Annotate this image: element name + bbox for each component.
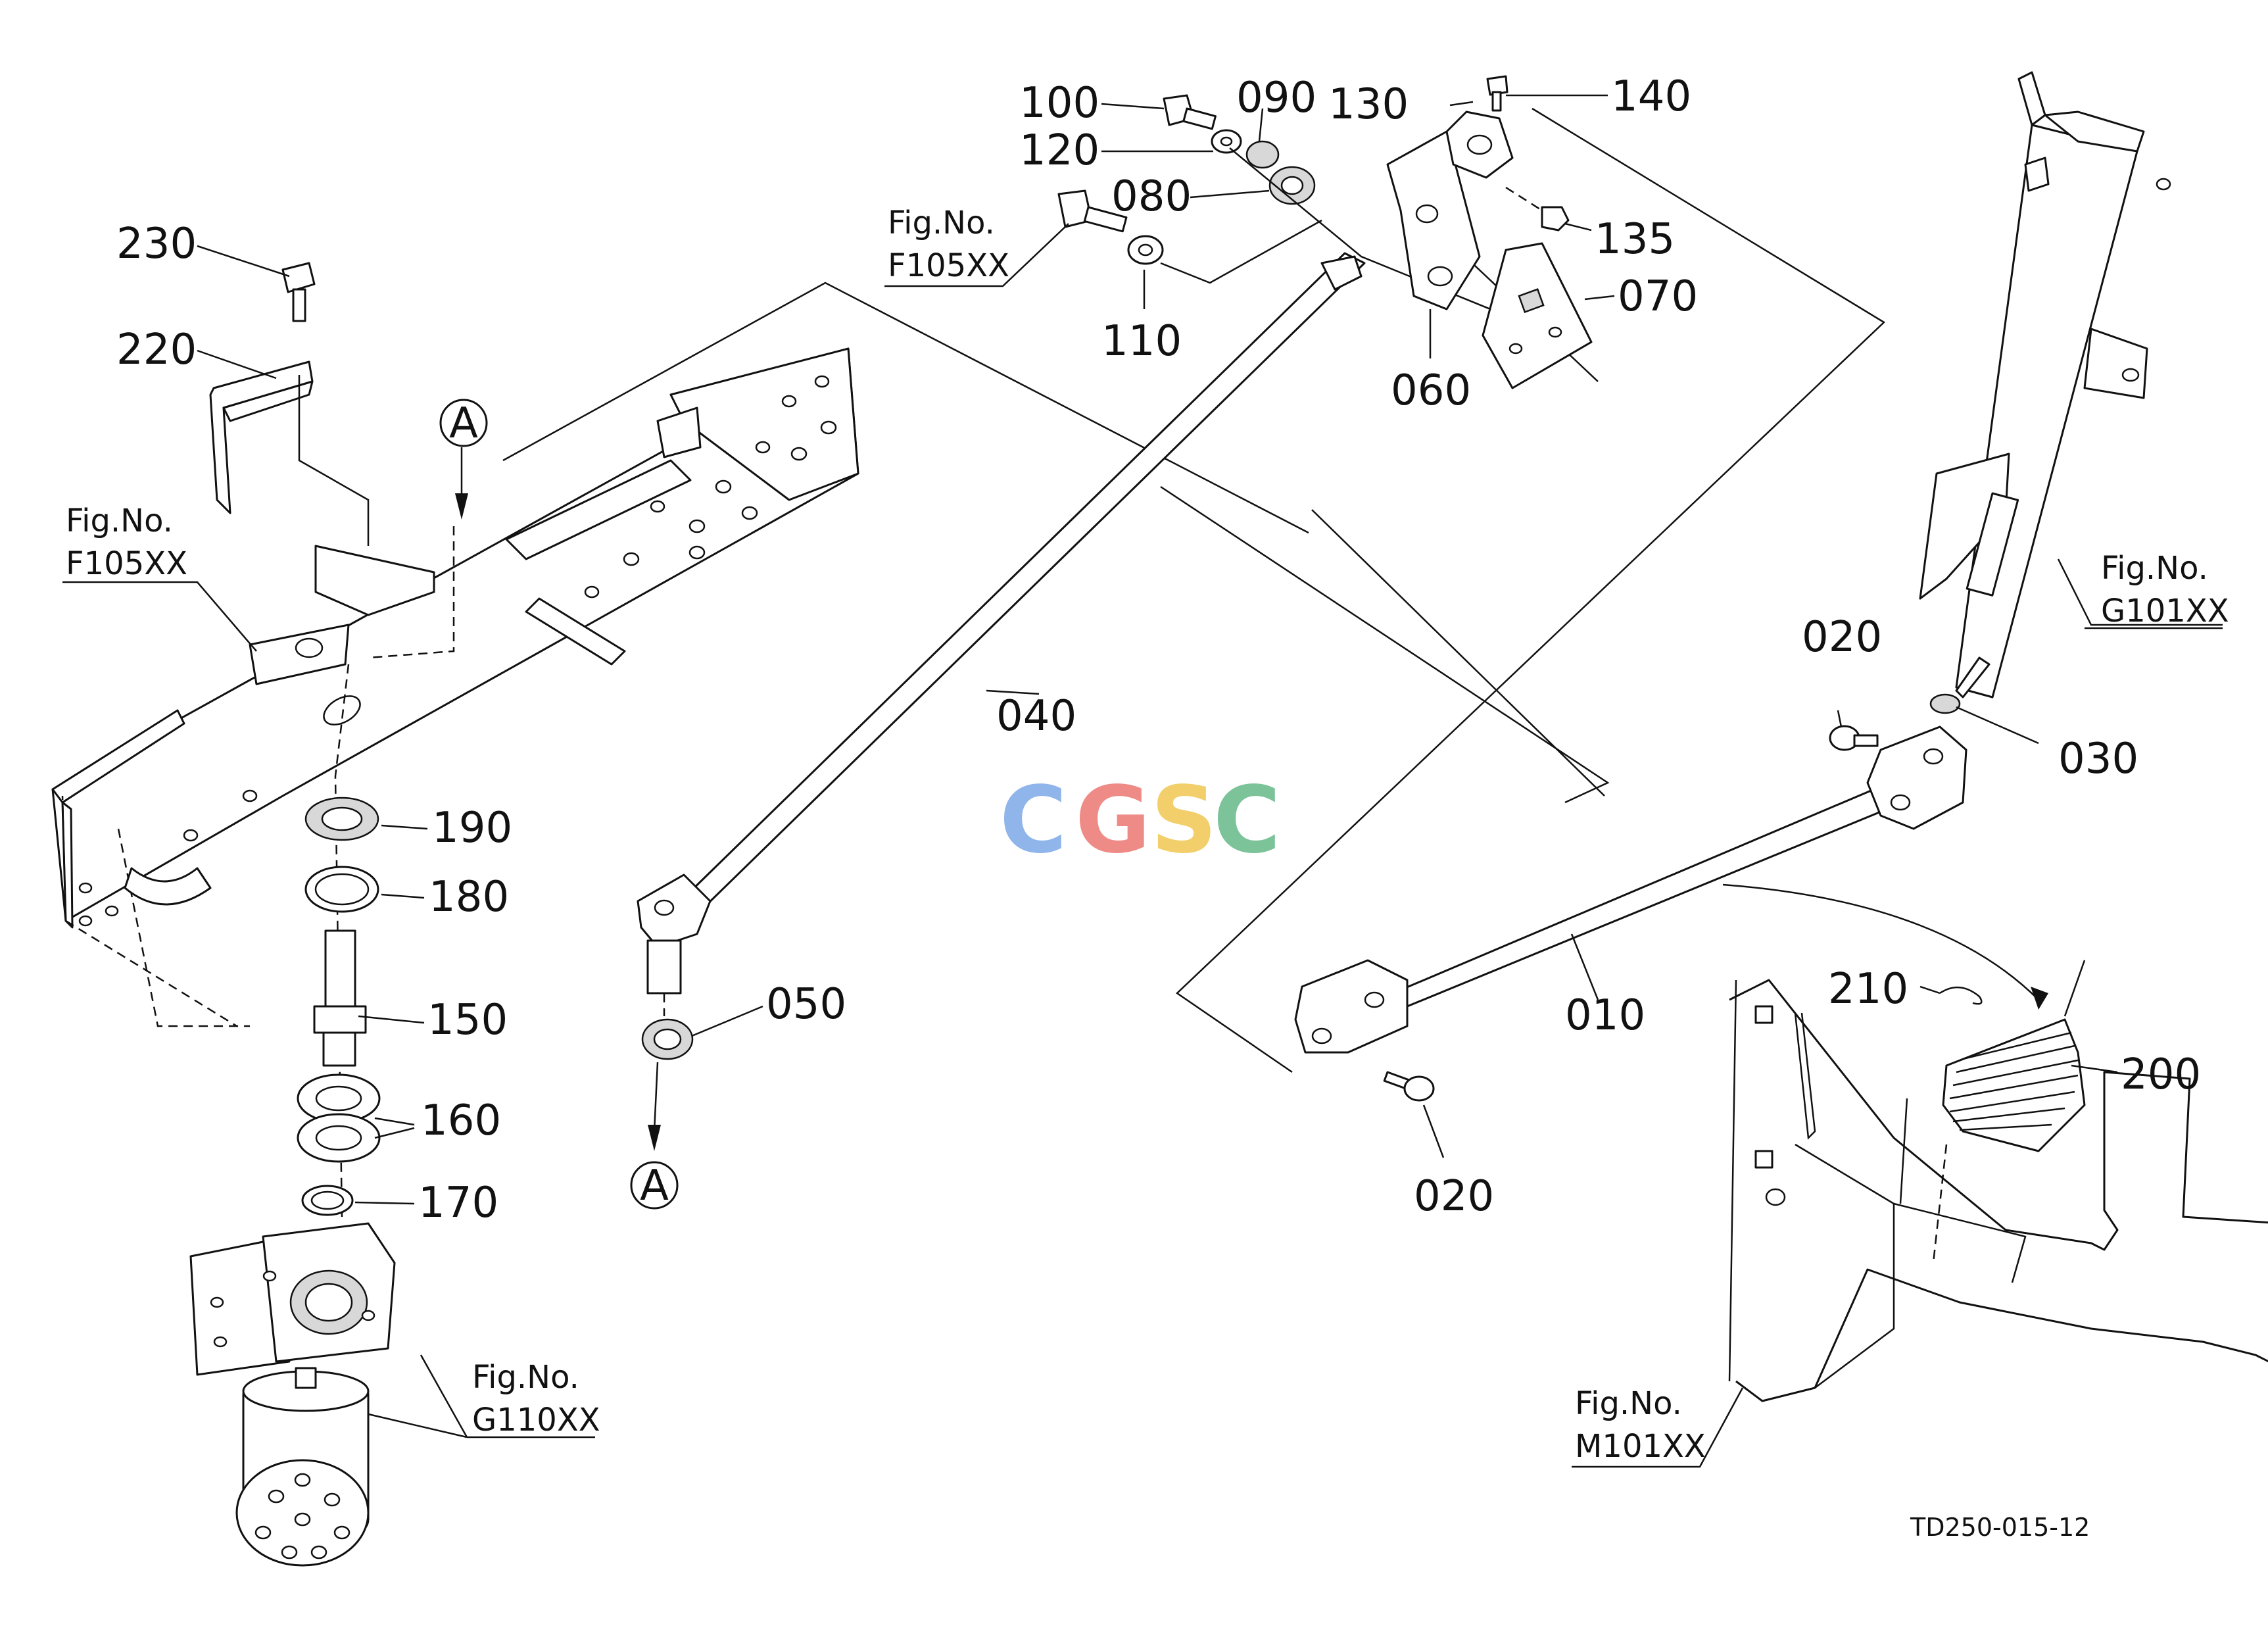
watermark-letter-1: C: [1000, 767, 1067, 874]
f105xx-bolt: [1057, 189, 1128, 233]
part-050-sleeve: [641, 1018, 694, 1060]
label-190: 190: [432, 804, 512, 852]
label-220: 220: [116, 326, 197, 374]
fig-ref-leaders: [62, 223, 2223, 1468]
steering-column: [1919, 71, 2171, 699]
part-230-bolt: [281, 262, 316, 322]
part-040-universal-joint: [637, 873, 712, 995]
part-130-flange: [1445, 111, 1514, 179]
fig-ref-bottom-left: Fig.No. G110XX: [472, 1359, 600, 1438]
part-080-bushing: [1268, 166, 1316, 205]
label-050: 050: [766, 980, 846, 1029]
arrow-a-upper: [368, 447, 468, 659]
part-160-bearing: [297, 1073, 381, 1163]
callout-a-upper-label: A: [449, 399, 478, 448]
dash-panel: [1728, 979, 2268, 1402]
fig-ref-bottom-right-number: M101XX: [1575, 1428, 1706, 1465]
label-130: 130: [1328, 80, 1409, 129]
label-090: 090: [1236, 74, 1316, 122]
part-210-clip: [1939, 986, 1983, 1005]
label-110: 110: [1101, 317, 1182, 366]
part-070-plate: [1482, 242, 1593, 389]
fig-ref-right: Fig.No. G101XX: [2101, 550, 2229, 629]
label-020-upper: 020: [1802, 613, 1882, 662]
arrow-a-lower: [648, 1062, 661, 1151]
part-140-bolt: [1486, 75, 1508, 112]
fig-ref-left: Fig.No. F105XX: [66, 503, 187, 582]
fig-ref-top-number: F105XX: [888, 247, 1009, 284]
fig-ref-bottom-left-number: G110XX: [472, 1402, 600, 1438]
arrow-boot-install: [1722, 883, 2048, 1010]
part-100-bolt: [1163, 94, 1217, 130]
fig-ref-bottom-left-prefix: Fig.No.: [472, 1359, 579, 1396]
part-120-washer: [1211, 129, 1242, 154]
label-170: 170: [418, 1179, 498, 1227]
boot-dash: [1932, 1144, 1948, 1264]
label-160: 160: [421, 1096, 501, 1145]
part-030-ring: [1929, 693, 1961, 714]
label-020-lower: 020: [1414, 1172, 1494, 1221]
label-080: 080: [1111, 172, 1192, 221]
fig-ref-top-prefix: Fig.No.: [888, 205, 995, 241]
part-110-washer: [1127, 235, 1164, 265]
assembly-axis-dash: [334, 664, 350, 1217]
label-100: 100: [1019, 79, 1099, 128]
leader-lines: [197, 94, 2118, 1205]
label-030: 030: [2058, 735, 2138, 783]
label-010: 010: [1565, 991, 1645, 1040]
column-fig-leader: [2057, 558, 2223, 626]
label-135: 135: [1595, 215, 1675, 264]
callout-a-lower: A: [630, 1161, 679, 1210]
part-010-shaft: [1399, 788, 1889, 1008]
part-170-o-ring: [301, 1185, 354, 1216]
diagram-code: TD250-015-12: [1910, 1513, 2090, 1542]
watermark-letter-2: G: [1075, 767, 1151, 874]
upper-parts-leader: [1160, 219, 1322, 284]
label-060: 060: [1391, 366, 1471, 415]
fig-ref-left-prefix: Fig.No.: [66, 503, 173, 539]
label-040: 040: [996, 692, 1076, 741]
part-200-boot: [1942, 960, 2086, 1152]
fig-ref-left-number: F105XX: [66, 545, 187, 582]
part-220-bracket: [209, 360, 370, 546]
callout-a-upper: A: [439, 399, 488, 448]
upper-parts-axis: [1229, 147, 1539, 330]
part-180-snap-ring: [304, 866, 379, 913]
label-070: 070: [1618, 272, 1698, 321]
part-020-bolt-upper: [1829, 725, 1879, 751]
part-number-labels: 230 220 190 180 150 160 170 050 040 100 …: [116, 72, 2201, 1227]
frame-holes: [78, 375, 837, 927]
part-010-lower-joint: [1294, 959, 1409, 1054]
steering-unit-bracket: [189, 1222, 396, 1376]
fig-ref-right-number: G101XX: [2101, 593, 2229, 629]
fig-ref-top: Fig.No. F105XX: [888, 205, 1009, 284]
label-180: 180: [429, 873, 509, 922]
label-120: 120: [1019, 126, 1099, 175]
part-010-upper-joint: [1866, 725, 1967, 830]
part-020-bolt-lower: [1383, 1071, 1435, 1102]
part-090-collar: [1245, 140, 1280, 169]
part-190-seal: [304, 797, 379, 841]
part-060-bracket: [1386, 130, 1481, 310]
callout-a-lower-label: A: [640, 1162, 669, 1210]
fig-ref-right-prefix: Fig.No.: [2101, 550, 2208, 587]
fig-ref-bottom-right: Fig.No. M101XX: [1575, 1385, 1706, 1465]
steering-unit-motor: [235, 1367, 370, 1567]
label-200: 200: [2121, 1050, 2201, 1099]
label-150: 150: [427, 996, 508, 1045]
label-140: 140: [1611, 72, 1691, 121]
watermark: C G S C: [1000, 767, 1281, 874]
part-150-shaft: [313, 929, 367, 1067]
label-230: 230: [116, 220, 197, 268]
part-135-nut: [1505, 186, 1570, 232]
reference-outline-lines: [502, 107, 1886, 1073]
fig-ref-bottom-right-prefix: Fig.No.: [1575, 1385, 1682, 1422]
watermark-letter-3: S: [1151, 767, 1217, 874]
label-210: 210: [1828, 965, 1908, 1014]
frame-channel: [51, 347, 859, 1027]
watermark-letter-4: C: [1213, 767, 1281, 874]
